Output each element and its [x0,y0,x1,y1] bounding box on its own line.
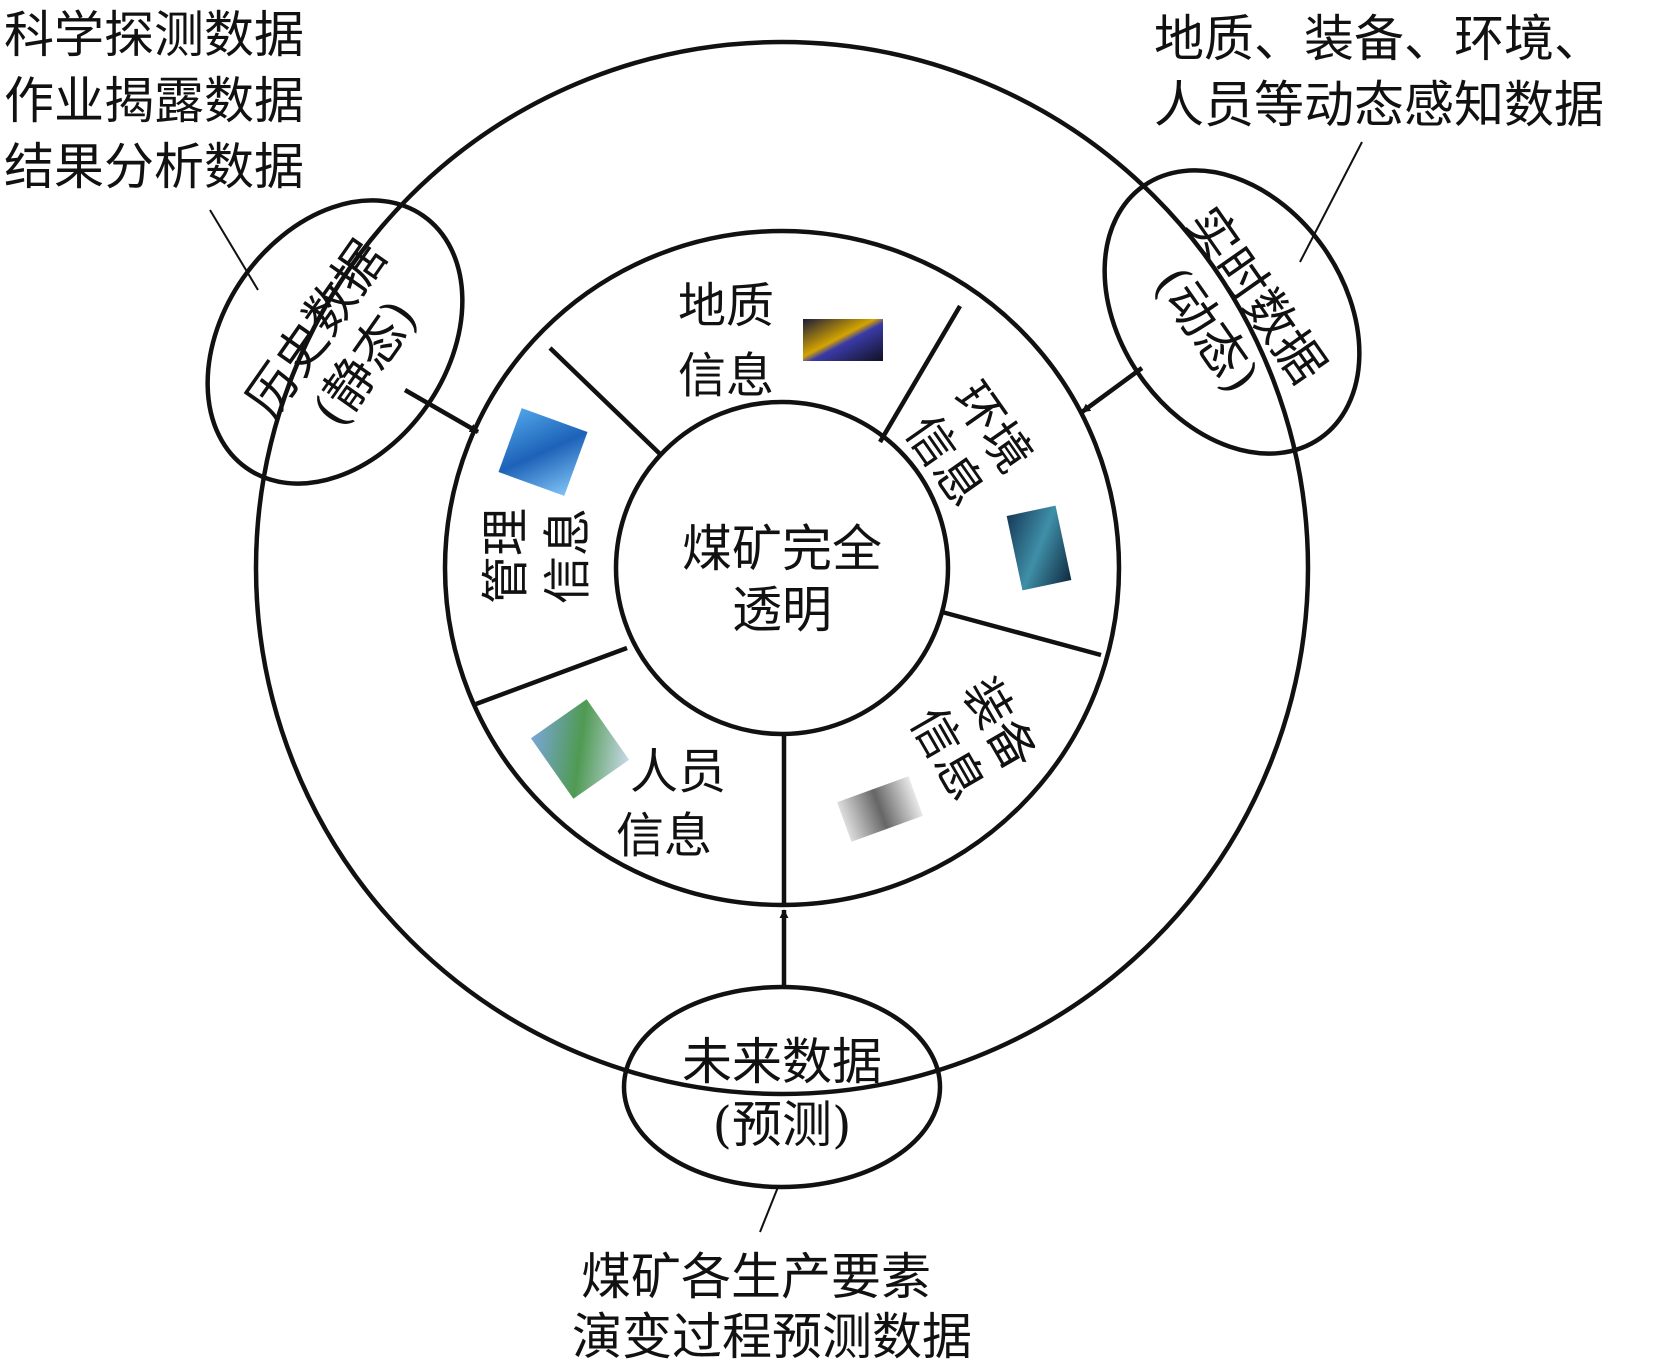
realtime-data-node [1102,168,1362,456]
historical-note-leader [209,209,259,291]
future-node-line1: 未来数据 [682,1033,882,1091]
geology-thumbnail-icon [803,319,883,361]
historical-data-node [205,198,465,486]
realtime-note-line1: 地质、装备、环境、 [1154,10,1604,68]
environment-thumbnail-icon [1006,505,1072,591]
historical-note-line3: 结果分析数据 [4,138,304,196]
future-note-leader [759,1186,779,1233]
center-title-line2: 透明 [732,581,832,639]
realtime-node-label: 实时数据 (动态) [1143,197,1337,404]
management-label: 管理 信息 [478,508,596,604]
environment-label: 环境 信息 [894,372,1042,516]
management-thumbnail-icon [498,408,588,496]
equipment-label: 装备 信息 [899,668,1047,809]
management-label-line1: 管理 [478,508,534,604]
historical-note-line1: 科学探测数据 [4,6,304,64]
historical-node-label: 历史数据 (静态) [235,230,429,437]
realtime-note-leader [1299,141,1363,263]
segment-divider [941,609,1102,658]
management-label-line2: 信息 [540,508,596,604]
segment-divider [475,645,628,707]
segment-divider [548,346,662,456]
center-title-line1: 煤矿完全 [682,520,882,578]
equipment-thumbnail-icon [837,776,923,842]
personnel-label-line1: 人员 [630,744,726,800]
outer-ring [253,39,1311,1097]
future-note-line1: 煤矿各生产要素 [581,1248,931,1306]
realtime-to-ring-arrow [1080,366,1144,414]
information-ring [442,228,1122,908]
geology-label-line1: 地质 [678,278,774,334]
personnel-thumbnail-icon [530,699,630,799]
realtime-note-line2: 人员等动态感知数据 [1154,76,1604,134]
geology-label-line2: 信息 [678,348,774,404]
future-note-line2: 演变过程预测数据 [572,1308,972,1363]
historical-note-line2: 作业揭露数据 [4,72,304,130]
future-node-line2: (预测) [712,1096,851,1154]
future-data-node [621,984,943,1190]
segment-divider [878,304,962,444]
personnel-label-line2: 信息 [616,808,712,864]
historical-to-ring-arrow [403,388,480,434]
